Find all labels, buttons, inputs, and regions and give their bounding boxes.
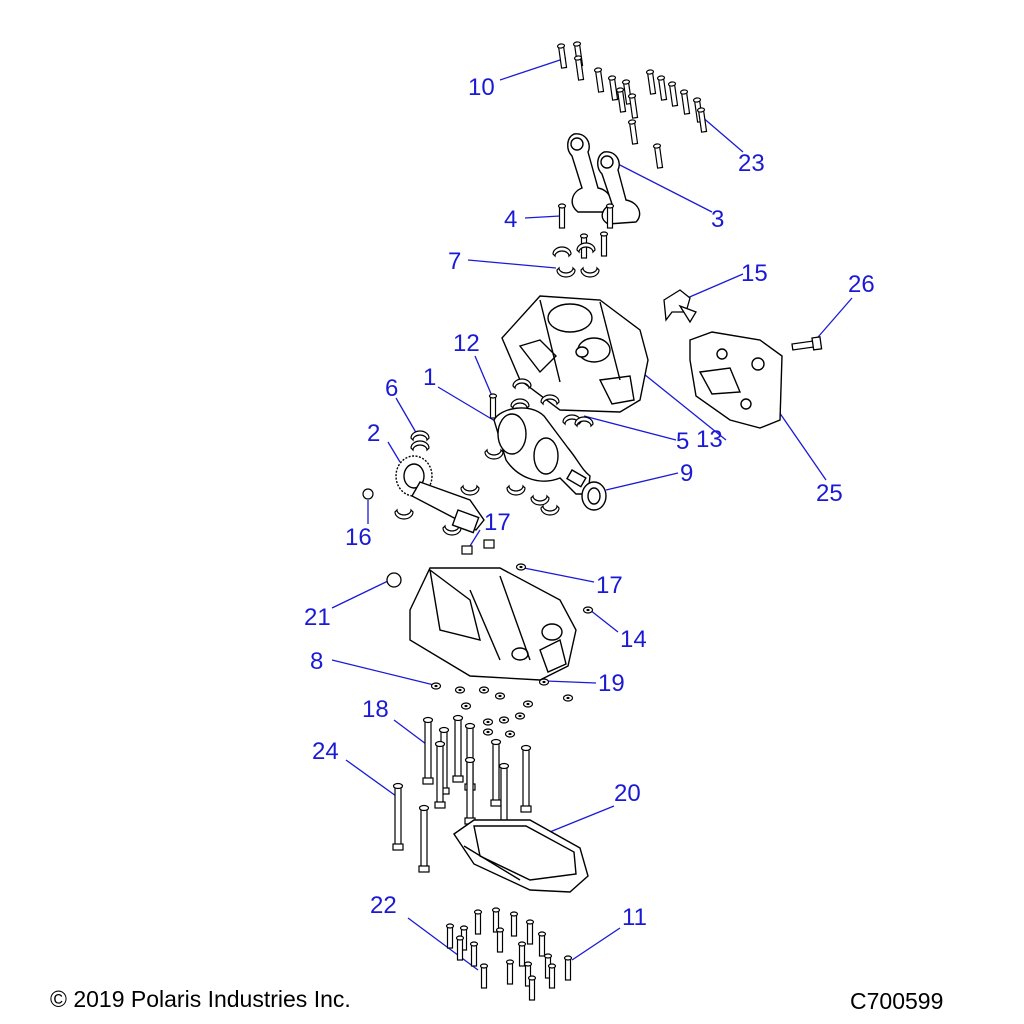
leader-23: [700, 115, 744, 153]
leader-7: [467, 259, 557, 269]
callout-5: 5: [676, 428, 690, 455]
copyright-notice: © 2019 Polaris Industries Inc.: [50, 986, 351, 1012]
callout-17-lower: 17: [596, 572, 623, 599]
leader-14: [589, 609, 619, 633]
balance-shaft: [395, 455, 485, 534]
callout-2: 2: [367, 420, 381, 447]
leader-2: [387, 441, 401, 463]
callout-14: 14: [620, 626, 647, 653]
leader-19: [545, 680, 597, 684]
oil-pan: [453, 819, 589, 893]
callout-4: 4: [504, 206, 518, 233]
callout-23: 23: [738, 150, 765, 177]
leader-21: [331, 579, 391, 609]
leader-11: [571, 927, 621, 961]
callout-19: 19: [598, 670, 625, 697]
plug-16: [362, 488, 374, 500]
dowel-12: [488, 393, 498, 419]
callout-15: 15: [741, 260, 768, 287]
callout-6: 6: [385, 375, 399, 402]
crankshaft: [493, 407, 591, 495]
callout-13: 13: [696, 426, 723, 453]
leader-8: [331, 659, 435, 686]
leader-1: [437, 386, 501, 425]
connecting-rods: [567, 133, 641, 225]
callout-11: 11: [622, 904, 647, 931]
callout-7: 7: [448, 248, 462, 275]
small-parts: [386, 539, 594, 614]
leader-17a: [469, 529, 481, 547]
callout-9: 9: [680, 460, 694, 487]
leader-5: [583, 415, 677, 441]
callout-25: 25: [816, 480, 843, 507]
gasket-15: [663, 289, 697, 324]
drawing-id: C700599: [850, 988, 944, 1014]
callout-18: 18: [362, 696, 389, 723]
washers: [430, 678, 574, 738]
seal-9: [581, 481, 607, 511]
leader-18: [393, 719, 427, 745]
upper-crankcase: [501, 295, 649, 413]
pan-bolts: [445, 907, 573, 1001]
callout-3: 3: [711, 206, 725, 233]
callout-8: 8: [310, 648, 324, 675]
bolt-26: [791, 336, 823, 351]
leader-10: [499, 57, 567, 81]
callout-21: 21: [304, 604, 331, 631]
right-cover: [689, 331, 783, 429]
callout-16: 16: [345, 524, 372, 551]
callout-22: 22: [370, 892, 397, 919]
leader-12: [474, 355, 493, 397]
callout-26: 26: [848, 271, 875, 298]
leader-26: [811, 297, 853, 345]
callout-17-upper: 17: [484, 509, 511, 536]
callout-12: 12: [453, 330, 480, 357]
rod-bearings: [552, 242, 600, 278]
leader-22: [407, 917, 479, 971]
leader-6: [395, 397, 419, 437]
lower-crankcase: [409, 567, 577, 681]
callout-24: 24: [312, 738, 339, 765]
leader-4: [524, 215, 561, 219]
callout-1: 1: [423, 364, 437, 391]
leader-24: [345, 759, 397, 797]
callout-10: 10: [468, 74, 495, 101]
callout-20: 20: [614, 780, 641, 807]
leader-3: [613, 161, 713, 213]
leader-9: [605, 472, 679, 491]
leader-17b: [523, 567, 595, 583]
